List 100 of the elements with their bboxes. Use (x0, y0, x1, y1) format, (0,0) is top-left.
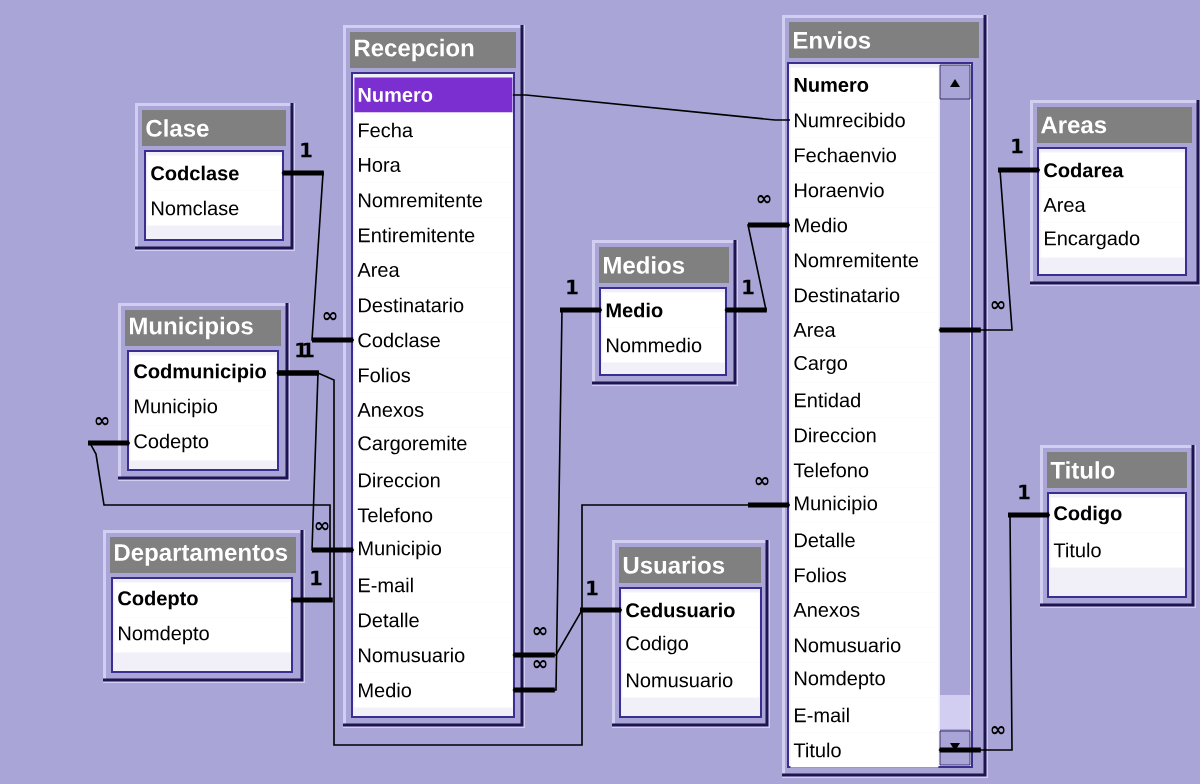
field-row: Nomclase (147, 190, 282, 226)
node-label: Municipio (359, 540, 442, 560)
node-label: Numrecibido (795, 112, 905, 128)
node-label: Nomusuario (359, 647, 465, 663)
field-row: Codarea (1040, 152, 1185, 188)
field-row: Fechaenvio (790, 137, 939, 173)
node-label: Entiremitente (359, 227, 475, 243)
field-row: E-mail (790, 697, 939, 733)
field-row: Nommedio (602, 327, 725, 363)
node-label: Nomusuario (627, 672, 733, 688)
field-row: Nomusuario (354, 637, 513, 673)
field-row: Medio (602, 292, 725, 328)
field-row: Fecha (354, 112, 513, 148)
relationship-line (276, 370, 791, 746)
field-row: Codepto (114, 582, 291, 618)
field-row: Anexos (790, 592, 939, 628)
field-row: Area (354, 252, 513, 288)
node-label: Folios (359, 367, 411, 383)
node-label: Medio (359, 682, 412, 698)
field-row: Codigo (1050, 497, 1185, 533)
field-row: Codclase (354, 322, 513, 358)
field-row: Cargoremite (354, 427, 513, 463)
node-label: Entidad (795, 392, 860, 408)
field-row: Anexos (354, 392, 513, 428)
node-label: Titulo (1053, 542, 1101, 558)
node-label: Folios (795, 567, 847, 583)
node-label: Nomremitente (795, 252, 919, 268)
node-label: Fecha (359, 122, 413, 138)
field-row: Municipio (130, 390, 277, 426)
field-row: Medio (354, 672, 513, 708)
node-label: Horaenvio (795, 182, 884, 198)
relationship-line (281, 170, 355, 343)
cardinality-label: ∞ (533, 659, 547, 669)
relationship-line (938, 512, 1051, 753)
field-row: E-mail (354, 567, 513, 603)
field-row: Detalle (354, 602, 513, 638)
node-label: Medio (606, 302, 663, 318)
field-row: Municipio (790, 487, 939, 523)
cardinality-label: ∞ (315, 521, 329, 531)
node-label: Nomdepto (795, 670, 885, 690)
node-label: Municipio (795, 495, 878, 515)
field-row: Folios (790, 557, 939, 593)
node-label: Area (357, 263, 400, 277)
cardinality-label: 1 (743, 279, 754, 295)
node-label: Anexos (357, 403, 424, 417)
node-label: Encargado (1045, 230, 1140, 250)
node-label: Codepto (118, 590, 198, 610)
field-row: Direccion (790, 417, 939, 453)
field-row: Encargado (1040, 222, 1185, 258)
field-row: Municipio (354, 532, 513, 568)
field-row: Destinatario (790, 277, 939, 313)
node-label: E-mail (795, 707, 849, 723)
node-label: Hora (359, 158, 401, 172)
node-label: Codarea (1044, 162, 1124, 178)
field-row: Nomremitente (790, 242, 939, 278)
node-label: Codigo (626, 635, 688, 655)
field-row: Nomdepto (114, 617, 291, 653)
cardinality-label: ∞ (757, 194, 771, 204)
node-label: Anexos (793, 603, 860, 617)
field-row: Numrecibido (790, 102, 939, 138)
node-label: Codclase (358, 332, 440, 348)
cardinality-label: ∞ (323, 311, 337, 321)
field-row: Nomusuario (790, 627, 939, 663)
node-label: E-mail (359, 577, 413, 593)
cardinality-label: 1 (311, 570, 322, 586)
node-label: Detalle (795, 532, 855, 548)
relationship-line (88, 440, 333, 603)
cardinality-label: 1 (301, 142, 312, 158)
node-label: Telefono (357, 507, 433, 523)
node-label: Telefono (793, 462, 869, 478)
field-row: Numero (354, 77, 513, 113)
cardinality-label: 1 (1012, 138, 1023, 154)
node-label: Area (793, 323, 836, 337)
node-label: Nommedio (607, 337, 702, 353)
field-row: Titulo (790, 732, 939, 768)
node-label: Detalle (359, 612, 419, 628)
relationship-line (512, 607, 623, 658)
field-row: Telefono (354, 497, 513, 533)
field-row: Nomusuario (622, 662, 760, 698)
field-row: Hora (354, 147, 513, 183)
field-row: Telefono (790, 452, 939, 488)
cardinality-label: ∞ (991, 725, 1005, 735)
cardinality-label: ∞ (533, 626, 547, 636)
node-label: Codepto (134, 433, 209, 453)
node-label: Nomdepto (119, 625, 209, 645)
node-label: Codmunicipio (134, 363, 266, 383)
node-label: Medio (795, 217, 848, 233)
node-label: Codclase (151, 165, 239, 181)
field-row: Medio (790, 207, 939, 243)
field-row: Cargo (790, 347, 939, 383)
field-row: Folios (354, 357, 513, 393)
relationship-line (512, 307, 603, 693)
cardinality-label: ∞ (991, 300, 1005, 310)
node-label: Direccion (359, 472, 440, 488)
field-row: Titulo (1050, 532, 1185, 568)
cardinality-label: ∞ (755, 476, 769, 486)
field-row: Area (790, 312, 939, 348)
field-row: Horaenvio (790, 172, 939, 208)
field-row: Destinatario (354, 287, 513, 323)
field-row: Entidad (790, 382, 939, 418)
